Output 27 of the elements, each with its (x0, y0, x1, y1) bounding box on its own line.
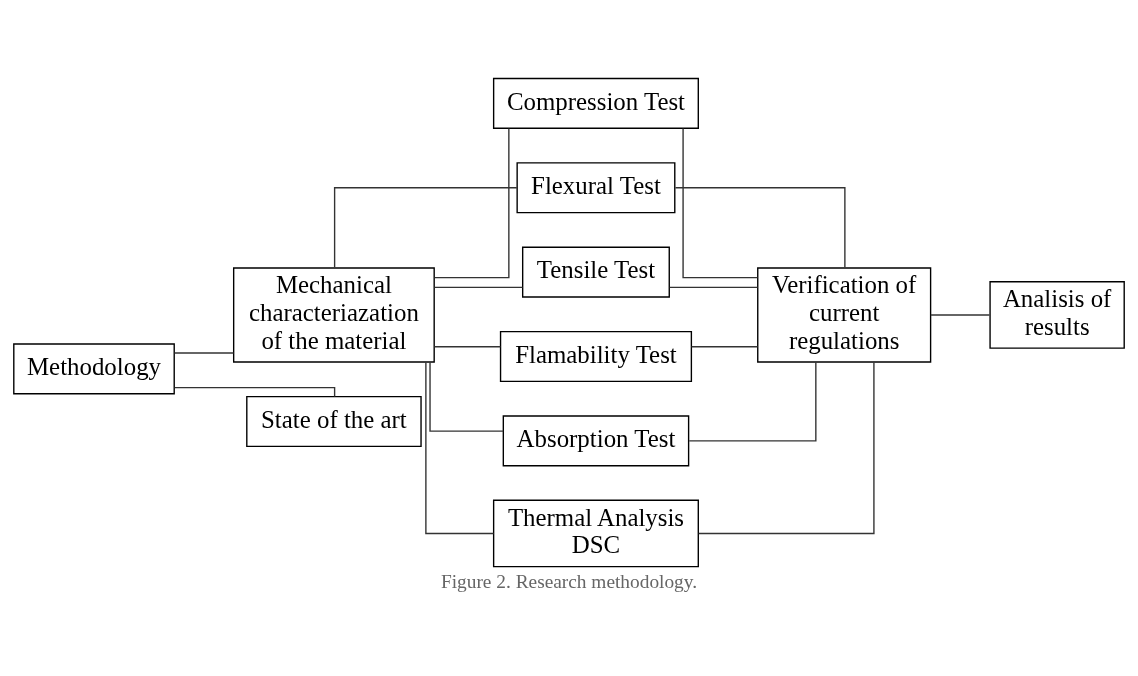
node-box: Thermal Analysis DSC (492, 499, 699, 567)
node-box: Verification of current regulations (757, 266, 932, 363)
connector (173, 351, 235, 354)
node-box: Absorption Test (502, 414, 690, 466)
node-box: Mechanical characteriazation of the material (233, 266, 435, 363)
node-box: Compression Test (492, 77, 699, 129)
caption: Figure 2. Research methodology. (440, 570, 698, 592)
connector (690, 345, 759, 347)
node-box: Tensile Test (522, 246, 670, 298)
connector (429, 361, 504, 432)
connector (682, 127, 759, 278)
connector (674, 186, 846, 268)
connector (174, 386, 336, 397)
node-box: Methodology (13, 342, 175, 394)
node-box: Analisis of results (989, 280, 1125, 349)
connector (688, 361, 817, 441)
connector (669, 286, 759, 288)
connector (697, 361, 875, 534)
node-box: State of the art (246, 395, 422, 447)
node-box: Flexural Test (516, 161, 676, 213)
connector (433, 345, 502, 347)
connector (333, 186, 518, 268)
node-box: Flamability Test (499, 330, 693, 382)
connector (930, 313, 991, 316)
connector (433, 127, 510, 278)
connector (425, 361, 495, 534)
connector (433, 286, 524, 288)
